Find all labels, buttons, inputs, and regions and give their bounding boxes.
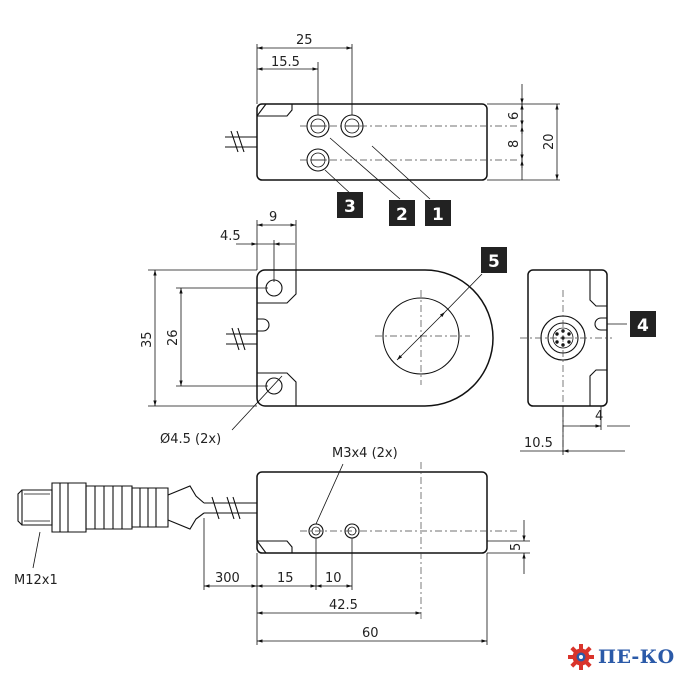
side-view xyxy=(520,269,630,455)
svg-text:2: 2 xyxy=(396,205,408,225)
label-thread: M3x4 (2x) xyxy=(332,446,398,461)
badge-5: 5 xyxy=(481,247,507,273)
dim-top-h1: 6 xyxy=(507,112,522,120)
front-view xyxy=(148,220,494,431)
brand-logo: ПЕ-КО xyxy=(567,643,675,671)
dim-bot-d1: 15 xyxy=(277,571,294,586)
svg-text:1: 1 xyxy=(432,205,444,225)
badge-1: 1 xyxy=(425,200,451,226)
dim-side-w: 10.5 xyxy=(524,436,553,451)
svg-text:3: 3 xyxy=(344,197,356,217)
dim-top-h2: 8 xyxy=(507,140,522,148)
label-connector: M12x1 xyxy=(14,573,58,588)
dim-top-height: 20 xyxy=(542,133,557,150)
dim-mid-w1: 9 xyxy=(269,210,277,225)
dim-mid-height: 35 xyxy=(140,331,155,348)
dim-bot-length: 60 xyxy=(362,626,379,641)
dim-side-h: 4 xyxy=(595,409,603,424)
badge-4: 4 xyxy=(630,311,656,337)
top-view xyxy=(225,44,560,200)
badge-2: 2 xyxy=(389,200,415,226)
dim-bot-h: 5 xyxy=(509,543,524,551)
svg-text:4: 4 xyxy=(637,316,649,336)
dim-top-width: 25 xyxy=(296,33,313,48)
dim-bot-cable: 300 xyxy=(215,571,240,586)
m12-connector xyxy=(17,482,205,533)
dim-top-offset: 15.5 xyxy=(271,55,300,70)
dim-mid-w2: 4.5 xyxy=(220,229,241,244)
dim-bot-d3: 42.5 xyxy=(329,598,358,613)
dim-bot-d2: 10 xyxy=(325,571,342,586)
svg-text:5: 5 xyxy=(488,252,500,272)
label-hole: Ø4.5 (2x) xyxy=(160,432,221,447)
dim-mid-hole-spacing: 26 xyxy=(166,329,181,346)
badge-3: 3 xyxy=(337,192,363,218)
logo-text: ПЕ-КО xyxy=(598,646,675,668)
bottom-view xyxy=(17,462,530,645)
gear-icon xyxy=(568,644,594,670)
